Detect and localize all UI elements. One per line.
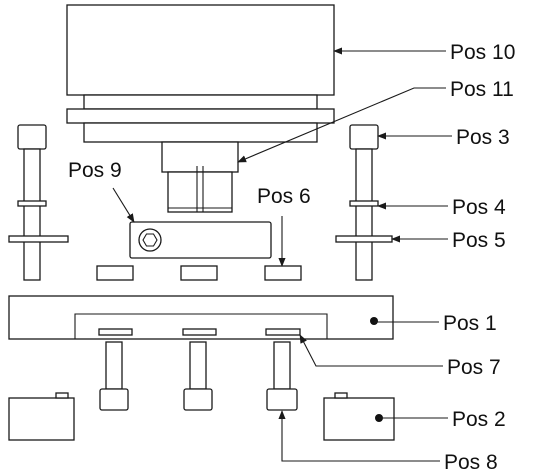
label-pos-7: Pos 7	[447, 356, 501, 379]
label-pos-8: Pos 8	[444, 451, 498, 474]
part-right-bolt	[335, 124, 393, 281]
part-short-bolts	[99, 341, 298, 411]
label-pos-6: Pos 6	[257, 185, 311, 208]
label-pos-11: Pos 11	[450, 78, 514, 101]
base-bar-marker-dot	[370, 317, 378, 325]
label-pos-4: Pos 4	[452, 196, 506, 219]
label-pos-2: Pos 2	[452, 408, 506, 431]
part-hub	[161, 141, 239, 213]
label-pos-5: Pos 5	[452, 229, 506, 252]
label-pos-10: Pos 10	[450, 41, 515, 64]
part-left-bolt	[8, 124, 69, 281]
part-washers	[98, 328, 301, 336]
label-pos-1: Pos 1	[443, 312, 497, 335]
part-clamp-bar	[129, 221, 272, 259]
label-pos-9: Pos 9	[68, 159, 122, 182]
part-feet	[8, 392, 395, 441]
leader-lines	[112, 47, 452, 462]
part-pads	[96, 265, 302, 281]
part-top-block	[66, 4, 335, 143]
label-pos-3: Pos 3	[456, 126, 510, 149]
